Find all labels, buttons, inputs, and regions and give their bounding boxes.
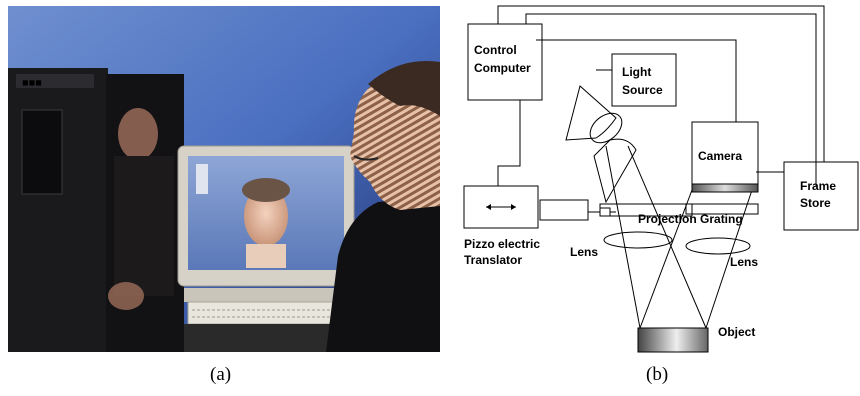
light-source-box: [611, 53, 677, 107]
label-pizzo-electric: Pizzo electric: [464, 237, 540, 251]
person-body: [326, 196, 440, 352]
ray-projection-right: [627, 145, 707, 329]
label-control: Control: [474, 43, 517, 57]
ray-camera-right: [705, 189, 753, 329]
object-surface: [637, 327, 709, 353]
label-frame: Frame: [800, 179, 836, 193]
pizzo-translator-box: [463, 185, 539, 229]
lens-left: [603, 231, 673, 249]
label-lens-right: Lens: [730, 255, 758, 269]
face-model-icon: [244, 186, 288, 246]
label-light: Light: [622, 65, 651, 79]
wire-computer-framestore: [497, 5, 825, 162]
wire-computer-camera: [536, 39, 737, 122]
caption-b: (b): [646, 364, 669, 385]
setup-schematic: Control Computer Light Source Camera Fra…: [463, 5, 859, 353]
svg-text:◼◼◼: ◼◼◼: [22, 78, 42, 87]
label-translator: Translator: [464, 253, 522, 267]
wire-computer-framestore-2: [525, 13, 817, 186]
label-computer: Computer: [474, 61, 531, 75]
label-object: Object: [718, 325, 755, 339]
projection-grating: [599, 203, 693, 217]
photo-panel: ◼◼◼: [8, 6, 440, 352]
ray-projection-left: [605, 145, 641, 329]
reflected-face: [118, 108, 158, 160]
translator-rod-housing: [539, 199, 589, 221]
label-lens-left: Lens: [570, 245, 598, 259]
headset-mic: [353, 155, 379, 161]
light-source-cone-1: [565, 85, 617, 141]
keyboard: [187, 301, 339, 325]
ray-camera-left: [639, 189, 693, 329]
label-source: Source: [622, 83, 663, 97]
caption-a: (a): [210, 364, 232, 385]
diagram-panel: Control Computer Light Source Camera Fra…: [456, 0, 860, 356]
label-camera: Camera: [698, 149, 742, 163]
light-source-cone-2: [593, 138, 637, 204]
label-store: Store: [800, 196, 831, 210]
label-projection-grating: Projection Grating: [638, 212, 743, 226]
wire-computer-translator: [497, 100, 521, 186]
control-computer-box: [467, 23, 543, 101]
grating-holder: [599, 207, 611, 217]
lens-right: [685, 237, 751, 255]
person-hair: [368, 60, 440, 116]
face-scanning-photo: ◼◼◼: [8, 6, 440, 352]
frame-store-box: [783, 161, 859, 231]
camera-sensor: [691, 183, 759, 193]
camera-grating: [685, 203, 759, 215]
